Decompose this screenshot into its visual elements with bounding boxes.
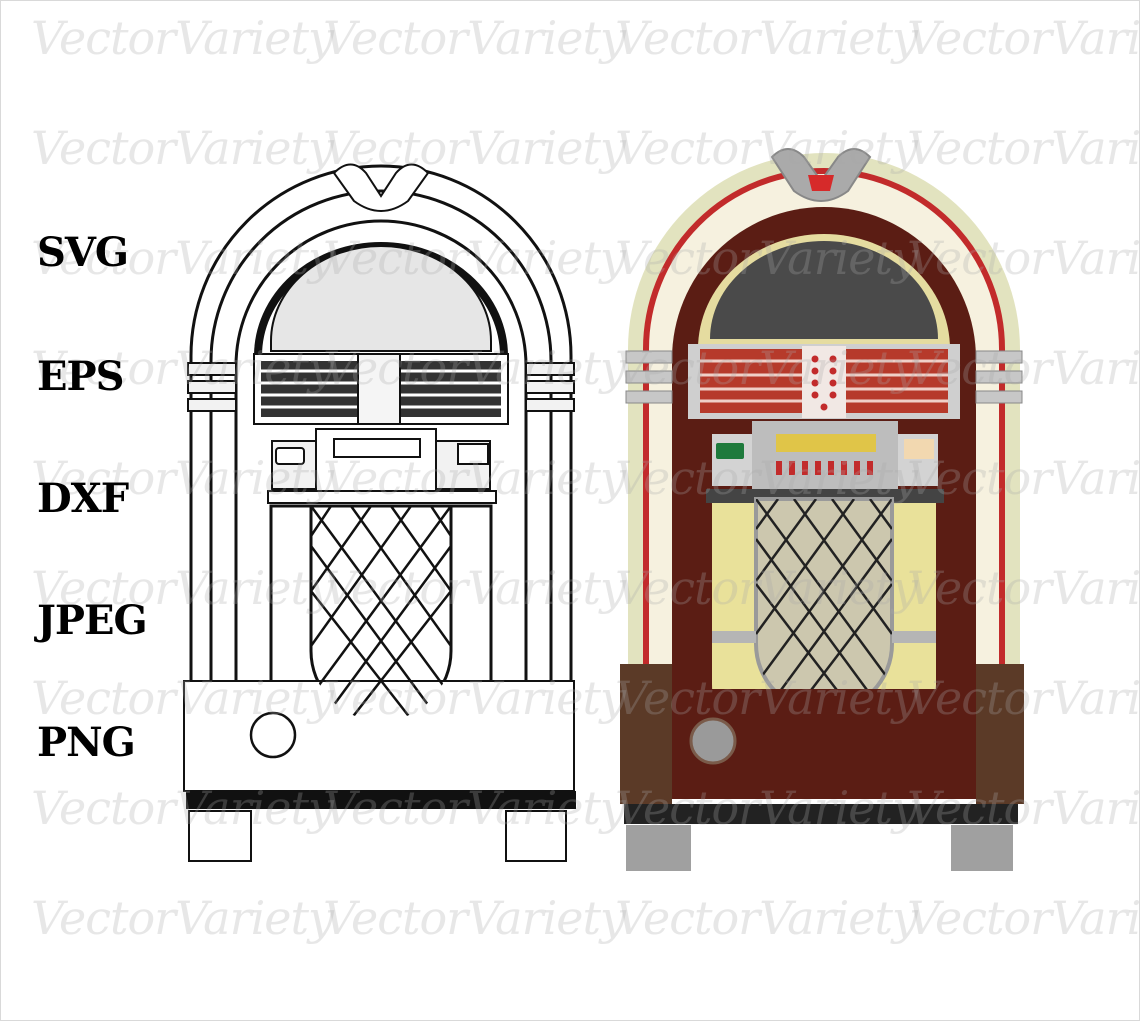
- format-label-eps: EPS: [37, 353, 124, 400]
- format-label-jpeg: JPEG: [37, 597, 148, 644]
- format-label-png: PNG: [37, 719, 136, 766]
- watermark-text: VectorVariety: [615, 891, 918, 945]
- format-label-svg: SVG: [37, 229, 129, 276]
- watermark-text: VectorVariety: [615, 11, 918, 65]
- watermark-text: VectorVariety: [31, 891, 334, 945]
- jukebox-outline-illustration: [183, 163, 576, 862]
- watermark-text: VectorVariety: [323, 891, 626, 945]
- watermark-text: VectorVariety: [907, 11, 1140, 65]
- watermark-text: VectorVariety: [907, 891, 1140, 945]
- jukebox-color-illustration: [620, 148, 1024, 871]
- watermark-text: VectorVariety: [31, 11, 334, 65]
- format-label-dxf: DXF: [37, 475, 129, 522]
- watermark-text: VectorVariety: [323, 11, 626, 65]
